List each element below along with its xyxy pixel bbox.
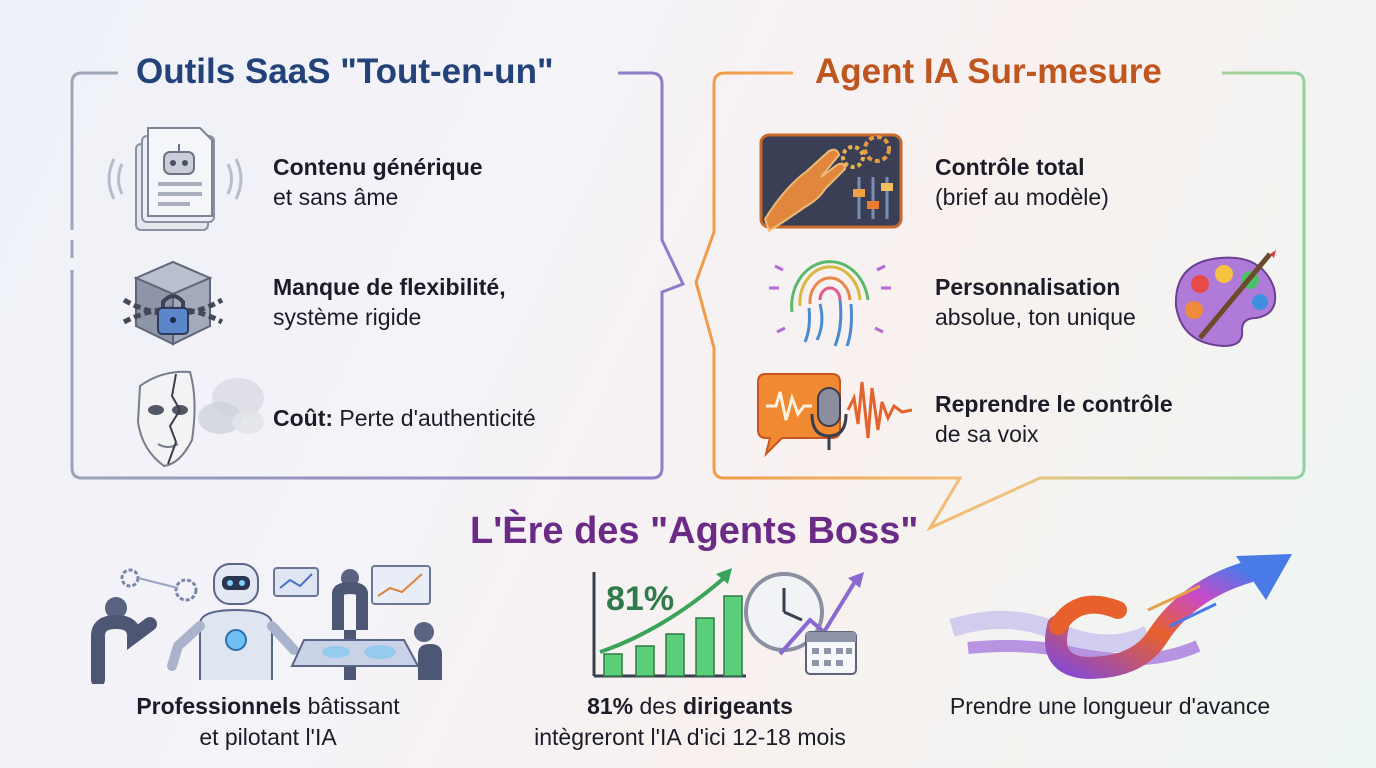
saas-item-cost: Coût: Perte d'authenticité <box>273 403 536 433</box>
caption-leaders-line2: intègreront l'IA d'ici 12-18 mois <box>534 724 846 750</box>
saas-item-generic-rest: et sans âme <box>273 184 399 210</box>
agent-item-control: Contrôle total (brief au modèle) <box>935 152 1109 212</box>
agents-boss-title: L'Ère des "Agents Boss" <box>470 510 919 552</box>
agent-item-voice-bold: Reprendre le contrôle <box>935 391 1173 417</box>
rising-arrow-icon <box>949 554 1292 680</box>
paint-palette-icon <box>1174 250 1277 348</box>
caption-professionals: Professionnels bâtissant et pilotant l'I… <box>88 691 448 753</box>
locked-box-icon <box>122 260 224 346</box>
caption-advance: Prendre une longueur d'avance <box>920 691 1300 722</box>
agent-item-personal-bold: Personnalisation <box>935 274 1121 300</box>
saas-item-rigid-rest: système rigide <box>273 304 422 330</box>
caption-leaders-mid: des <box>633 693 683 719</box>
cracked-mask-icon <box>136 370 264 468</box>
fingerprint-icon <box>769 260 891 347</box>
saas-item-generic: Contenu générique et sans âme <box>273 152 483 212</box>
agent-item-control-bold: Contrôle total <box>935 154 1085 180</box>
microphone-soundwave-icon <box>757 373 913 458</box>
saas-item-cost-rest: Perte d'authenticité <box>333 405 536 431</box>
saas-item-generic-bold: Contenu générique <box>273 154 483 180</box>
saas-item-rigid-bold: Manque de flexibilité, <box>273 274 506 300</box>
hand-control-panel-icon <box>759 133 903 233</box>
agent-item-control-rest: (brief au modèle) <box>935 184 1109 210</box>
caption-leaders-pct: 81% <box>587 693 634 719</box>
agent-item-voice: Reprendre le contrôle de sa voix <box>935 389 1173 449</box>
growth-chart-icon: 81% <box>592 568 864 678</box>
saas-item-rigid: Manque de flexibilité, système rigide <box>273 272 506 332</box>
robot-team-icon <box>91 563 442 684</box>
saas-panel-title: Outils SaaS "Tout-en-un" <box>136 52 554 91</box>
robot-document-icon <box>107 127 243 231</box>
caption-professionals-line2: et pilotant l'IA <box>199 724 337 750</box>
caption-leaders: 81% des dirigeants intègreront l'IA d'ic… <box>500 691 880 753</box>
caption-professionals-bold: Professionnels <box>136 693 302 719</box>
agent-item-personal-rest: absolue, ton unique <box>935 304 1136 330</box>
agent-item-personal: Personnalisation absolue, ton unique <box>935 272 1136 332</box>
chart-percentage-label: 81% <box>606 580 674 618</box>
agent-item-voice-rest: de sa voix <box>935 421 1039 447</box>
caption-professionals-rest: bâtissant <box>301 693 400 719</box>
caption-advance-line1: Prendre une longueur d'avance <box>949 693 1271 719</box>
agent-panel-title: Agent IA Sur-mesure <box>815 52 1162 91</box>
caption-leaders-bold: dirigeants <box>683 693 793 719</box>
saas-item-cost-bold: Coût: <box>273 405 334 431</box>
